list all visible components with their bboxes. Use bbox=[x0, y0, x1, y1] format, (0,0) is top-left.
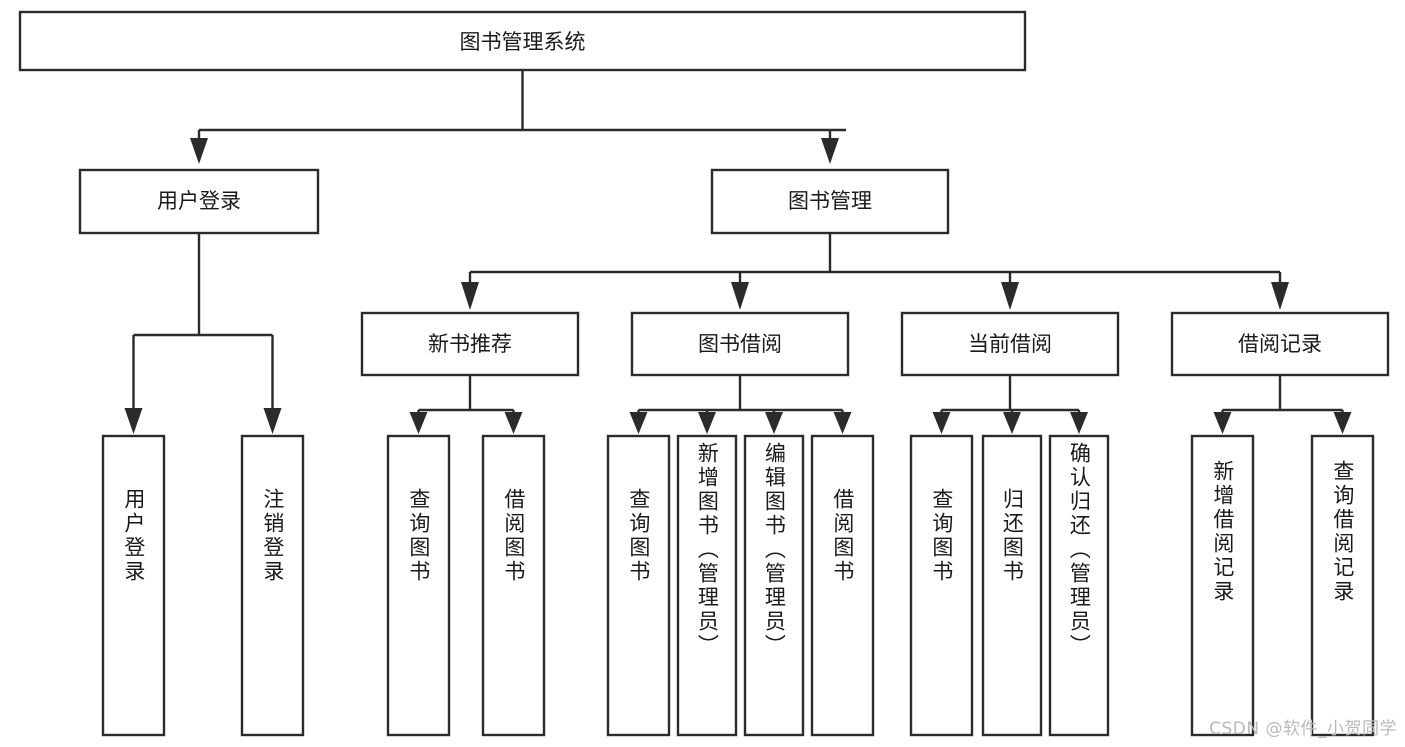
leaf-box-query-record[interactable] bbox=[1310, 434, 1375, 737]
arrow-bm-to-current-borrow bbox=[1001, 282, 1019, 310]
node-current-borrow-box[interactable] bbox=[900, 311, 1120, 377]
leaf-box-add-record[interactable] bbox=[1190, 434, 1255, 737]
node-borrow-record-box[interactable] bbox=[1170, 311, 1390, 377]
leaf-box-query-book-1[interactable] bbox=[386, 434, 451, 737]
leaf-node-boxes bbox=[101, 434, 1375, 737]
arrow-cb-leaf-3 bbox=[1070, 412, 1088, 434]
node-borrow-record-label: 借阅记录 bbox=[1238, 332, 1322, 356]
node-new-book-rec[interactable]: 新书推荐 bbox=[360, 311, 580, 377]
edge-group-book-borrow bbox=[629, 375, 852, 434]
edge-group-user-login bbox=[124, 233, 282, 434]
leaf-box-add-book[interactable] bbox=[676, 434, 738, 737]
arrow-br-leaf-2 bbox=[1333, 412, 1352, 434]
node-user-login-label: 用户登录 bbox=[157, 189, 241, 213]
node-root-box[interactable] bbox=[18, 10, 1027, 72]
edge-group-book-manage bbox=[461, 233, 1289, 310]
node-book-manage[interactable]: 图书管理 bbox=[710, 168, 950, 235]
edge-group-borrow-record bbox=[1213, 375, 1352, 434]
arrow-root-to-user-login bbox=[190, 138, 208, 164]
arrow-bb-leaf-1 bbox=[629, 412, 648, 434]
arrow-bm-to-new-book-rec bbox=[461, 282, 479, 310]
node-root[interactable]: 图书管理系统 bbox=[18, 10, 1027, 72]
arrow-bb-leaf-3 bbox=[765, 412, 783, 434]
leaf-box-edit-book[interactable] bbox=[743, 434, 805, 737]
arrow-cb-leaf-1 bbox=[932, 412, 951, 434]
node-user-login-box[interactable] bbox=[78, 168, 320, 235]
arrow-bb-leaf-4 bbox=[833, 412, 852, 434]
arrow-user-login-leaf-2 bbox=[263, 408, 282, 434]
arrow-br-leaf-1 bbox=[1213, 412, 1232, 434]
node-root-label: 图书管理系统 bbox=[460, 30, 586, 54]
arrow-cb-leaf-2 bbox=[1003, 412, 1021, 434]
edge-group-root bbox=[190, 70, 846, 164]
leaf-box-query-book-2[interactable] bbox=[606, 434, 671, 737]
leaf-box-query-book-3[interactable] bbox=[909, 434, 974, 737]
node-book-manage-label: 图书管理 bbox=[788, 189, 872, 213]
node-user-login[interactable]: 用户登录 bbox=[78, 168, 320, 235]
node-current-borrow[interactable]: 当前借阅 bbox=[900, 311, 1120, 377]
node-book-manage-box[interactable] bbox=[710, 168, 950, 235]
leaf-box-confirm-return[interactable] bbox=[1048, 434, 1110, 737]
edge-group-current-borrow bbox=[932, 375, 1088, 434]
arrow-bm-to-book-borrow bbox=[731, 282, 749, 310]
node-new-book-rec-label: 新书推荐 bbox=[428, 332, 512, 356]
leaf-box-return-book[interactable] bbox=[981, 434, 1043, 737]
node-book-borrow-label: 图书借阅 bbox=[698, 332, 782, 356]
node-book-borrow[interactable]: 图书借阅 bbox=[630, 311, 850, 377]
arrow-user-login-leaf-1 bbox=[124, 408, 143, 434]
arrow-nbr-leaf-2 bbox=[504, 412, 523, 434]
arrow-root-to-book-manage bbox=[821, 138, 839, 164]
leaf-box-user-login[interactable] bbox=[101, 434, 166, 737]
leaf-box-borrow-book-2[interactable] bbox=[810, 434, 875, 737]
leaf-box-logout[interactable] bbox=[240, 434, 305, 737]
edge-group-new-book-rec bbox=[409, 375, 523, 434]
node-current-borrow-label: 当前借阅 bbox=[968, 332, 1052, 356]
node-new-book-rec-box[interactable] bbox=[360, 311, 580, 377]
node-borrow-record[interactable]: 借阅记录 bbox=[1170, 311, 1390, 377]
arrow-bb-leaf-2 bbox=[698, 412, 716, 434]
arrow-nbr-leaf-1 bbox=[409, 412, 428, 434]
leaf-box-borrow-book-1[interactable] bbox=[481, 434, 546, 737]
node-book-borrow-box[interactable] bbox=[630, 311, 850, 377]
arrow-bm-to-borrow-record bbox=[1271, 282, 1289, 310]
